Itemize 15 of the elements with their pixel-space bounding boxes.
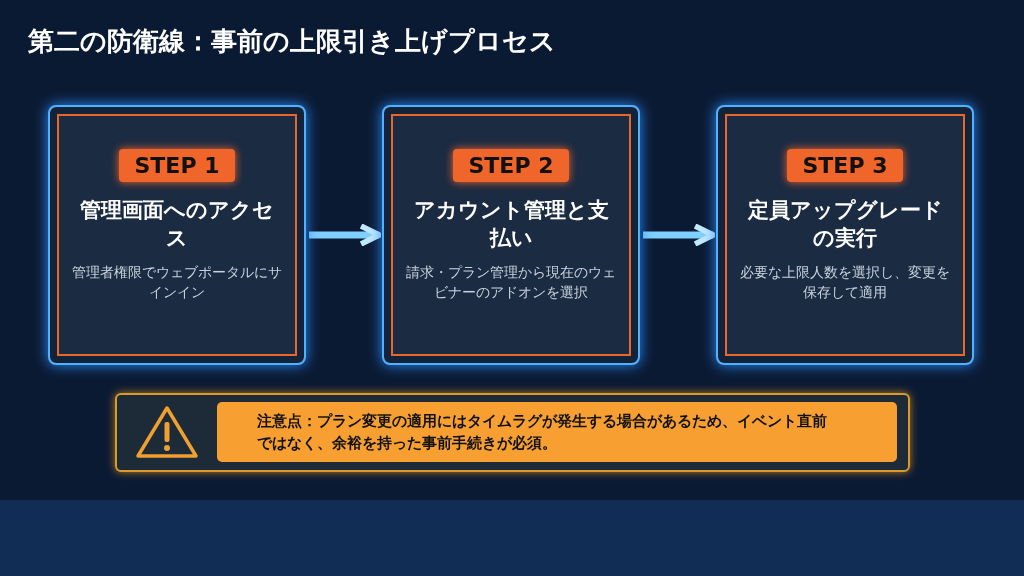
step-badge: STEP 2 xyxy=(452,149,570,182)
warning-note xyxy=(115,393,910,472)
step-description: 管理者権限でウェブポータルにサインイン xyxy=(71,263,283,302)
step-card xyxy=(48,105,306,365)
step-heading: 管理画面へのアクセス xyxy=(79,197,275,252)
step-badge: STEP 3 xyxy=(786,149,904,182)
step-description: 請求・プラン管理から現在のウェビナーのアドオンを選択 xyxy=(405,263,617,302)
step-heading: 定員アップグレードの実行 xyxy=(746,197,944,252)
step-card xyxy=(716,105,974,365)
step-heading: アカウント管理と支払い xyxy=(412,197,610,252)
step-card xyxy=(382,105,640,365)
step-description: 必要な上限人数を選択し、変更を保存して適用 xyxy=(739,263,951,302)
title: 第二の防衛線：事前の上限引き上げプロセス xyxy=(28,25,556,58)
step-badge: STEP 1 xyxy=(118,149,236,182)
note-banner: 注意点：プラン変更の適用にはタイムラグが発生する場合があるため、イベント直前ではなく、余裕を持った事前手続きが必須。 xyxy=(217,402,897,462)
